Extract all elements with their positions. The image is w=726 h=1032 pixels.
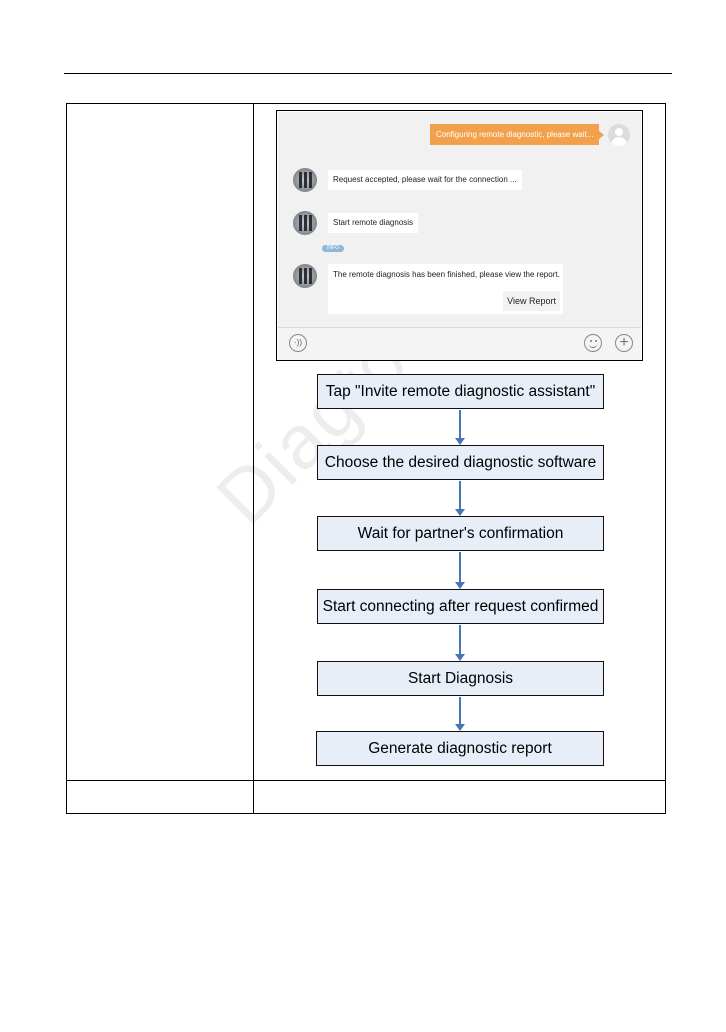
flow-step-wait-confirmation: Wait for partner's confirmation bbox=[317, 516, 604, 551]
partner-avatar-icon bbox=[293, 168, 317, 192]
header-rule bbox=[64, 73, 672, 74]
table-row-divider bbox=[67, 780, 665, 781]
flow-step-choose-software: Choose the desired diagnostic software bbox=[317, 445, 604, 480]
flow-arrow bbox=[455, 481, 465, 516]
flow-arrow bbox=[455, 697, 465, 731]
voice-icon[interactable]: ·)) bbox=[289, 334, 307, 352]
incoming-message-bubble: Start remote diagnosis bbox=[328, 213, 419, 233]
incoming-message-bubble: Request accepted, please wait for the co… bbox=[328, 170, 522, 190]
remote-diagnosis-screenshot: Configuring remote diagnostic, please wa… bbox=[276, 110, 643, 361]
document-table bbox=[66, 103, 666, 814]
chat-area: Configuring remote diagnostic, please wa… bbox=[278, 112, 641, 327]
add-icon[interactable]: + bbox=[615, 334, 633, 352]
report-message-text: The remote diagnosis has been finished, … bbox=[333, 270, 560, 279]
emoji-icon[interactable] bbox=[584, 334, 602, 352]
table-column-divider bbox=[253, 104, 254, 813]
info-badge: INFO bbox=[322, 245, 344, 252]
flow-step-start-diagnosis: Start Diagnosis bbox=[317, 661, 604, 696]
flow-step-start-connecting: Start connecting after request confirmed bbox=[317, 589, 604, 624]
flow-step-generate-report: Generate diagnostic report bbox=[316, 731, 604, 766]
partner-avatar-icon bbox=[293, 264, 317, 288]
partner-avatar-icon bbox=[293, 211, 317, 235]
flow-arrow bbox=[455, 552, 465, 589]
view-report-button[interactable]: View Report bbox=[503, 291, 560, 311]
flow-arrow bbox=[455, 410, 465, 445]
outgoing-message-bubble: Configuring remote diagnostic, please wa… bbox=[430, 124, 605, 145]
flow-arrow bbox=[455, 625, 465, 661]
report-message-bubble: The remote diagnosis has been finished, … bbox=[328, 264, 563, 314]
flow-step-invite: Tap "Invite remote diagnostic assistant" bbox=[317, 374, 604, 409]
user-avatar-icon bbox=[608, 124, 630, 146]
chat-input-bar: ·)) + bbox=[278, 327, 641, 360]
